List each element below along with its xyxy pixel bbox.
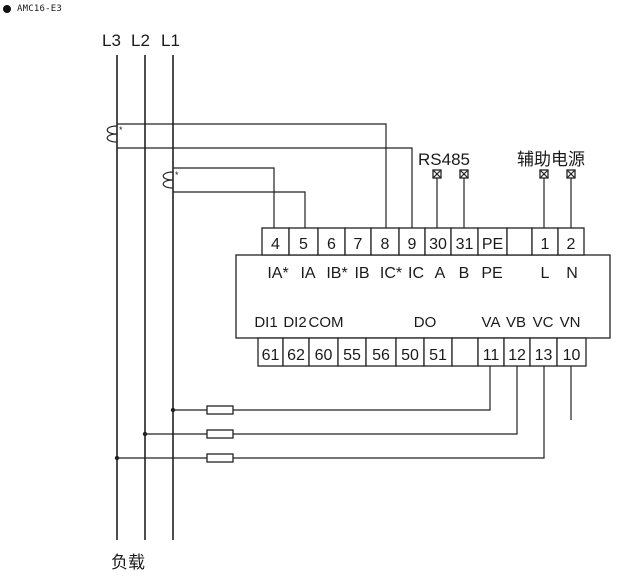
terminal-4: 4: [261, 227, 290, 256]
terminal-7: 7: [344, 227, 372, 256]
terminal-11: 11: [477, 337, 505, 367]
signal-label: IC: [408, 265, 424, 282]
rs485-label: RS485: [418, 150, 470, 169]
signal-label: B: [459, 265, 470, 282]
group-label: DO: [414, 314, 437, 331]
diagram-header: AMC16-E3: [3, 2, 62, 16]
terminal-50: 50: [395, 337, 425, 367]
signal-label: PE: [481, 265, 502, 282]
group-label: DI1: [254, 314, 277, 331]
signal-label: IA: [300, 265, 315, 282]
fuse-icon: [206, 453, 234, 463]
load-label: 负载: [111, 553, 145, 572]
terminal-number: 50: [401, 347, 419, 364]
terminal-number: 1: [541, 236, 550, 253]
top-signal-labels: IA* IA IB* IB IC* IC A B PE L N: [267, 265, 577, 282]
terminal-61: 61: [257, 337, 284, 367]
group-label: DI2: [283, 314, 306, 331]
terminal-5: 5: [288, 227, 319, 256]
terminal-number: PE: [482, 236, 503, 253]
terminal-30: 30: [424, 227, 452, 256]
terminal-51: 51: [423, 337, 453, 367]
terminal-2: 2: [557, 227, 585, 256]
fuse-icon: [206, 429, 234, 439]
terminal-number: 12: [508, 347, 526, 364]
aux-terminal-l: [539, 169, 549, 228]
aux-terminal-n: [566, 169, 576, 228]
terminal-number: 10: [563, 347, 581, 364]
terminal-60: 60: [308, 337, 339, 367]
svg-text:*: *: [175, 170, 179, 180]
signal-label: N: [566, 265, 578, 282]
terminal-number: 7: [354, 236, 363, 253]
terminal-number: 62: [287, 347, 305, 364]
ct-wiring: [117, 123, 413, 228]
terminal-13: 13: [529, 337, 558, 367]
signal-label: L: [541, 265, 550, 282]
terminal-number: 8: [381, 236, 390, 253]
terminal-1: 1: [531, 227, 559, 256]
signal-label: IB*: [326, 265, 347, 282]
bullet-icon: [3, 5, 11, 13]
terminal-number: 11: [483, 347, 500, 364]
terminal-number: 9: [408, 236, 417, 253]
group-label: VC: [533, 314, 554, 331]
terminal-PE: PE: [477, 227, 508, 256]
phase-conductors: [116, 55, 174, 540]
terminal-6: 6: [317, 227, 346, 256]
terminal-number: 51: [429, 347, 447, 364]
voltage-wiring: [114, 366, 572, 461]
terminal-number: 60: [315, 347, 333, 364]
signal-label: A: [435, 265, 446, 282]
signal-label: IA*: [267, 265, 288, 282]
terminal-number: 61: [262, 347, 280, 364]
model-title: AMC16-E3: [17, 4, 62, 14]
terminal-number: 6: [327, 236, 336, 253]
bottom-group-labels: DI1 DI2 COM DO VA VB VC VN: [254, 314, 580, 331]
terminal-number: 13: [535, 347, 553, 364]
terminal-number: 5: [299, 236, 308, 253]
terminal-56: 56: [365, 337, 397, 367]
rs485-terminal-b: [459, 169, 469, 228]
phase-label-l2: L2: [131, 31, 150, 50]
terminal-number: 55: [343, 347, 361, 364]
rs485-terminal-a: [432, 169, 442, 228]
terminal-number: 31: [456, 236, 474, 253]
terminal-number: 2: [567, 236, 576, 253]
fuse-icon: [206, 405, 234, 415]
terminal-blank: [506, 227, 533, 256]
terminal-number: 30: [429, 236, 447, 253]
ct-coil-upper: *: [106, 125, 123, 143]
ct-coil-lower: *: [162, 170, 179, 189]
group-label: VA: [482, 314, 501, 331]
terminal-blank: [451, 337, 479, 367]
aux-power-label: 辅助电源: [517, 150, 585, 169]
svg-text:*: *: [119, 125, 123, 135]
group-label: VB: [506, 314, 526, 331]
terminal-62: 62: [282, 337, 310, 367]
group-label: VN: [560, 314, 581, 331]
phase-label-l1: L1: [161, 31, 180, 50]
terminal-12: 12: [503, 337, 531, 367]
signal-label: IC*: [380, 265, 402, 282]
terminal-31: 31: [450, 227, 479, 256]
group-label: COM: [309, 314, 344, 331]
bottom-terminal-block: 61 62 60 55 56 50 51 11 12 13 10: [257, 337, 587, 367]
phase-label-l3: L3: [102, 31, 121, 50]
terminal-number: 56: [372, 347, 390, 364]
terminal-number: 4: [271, 236, 280, 253]
terminal-8: 8: [370, 227, 400, 256]
terminal-9: 9: [398, 227, 426, 256]
signal-label: IB: [354, 265, 369, 282]
terminal-55: 55: [337, 337, 367, 367]
terminal-10: 10: [556, 337, 587, 367]
